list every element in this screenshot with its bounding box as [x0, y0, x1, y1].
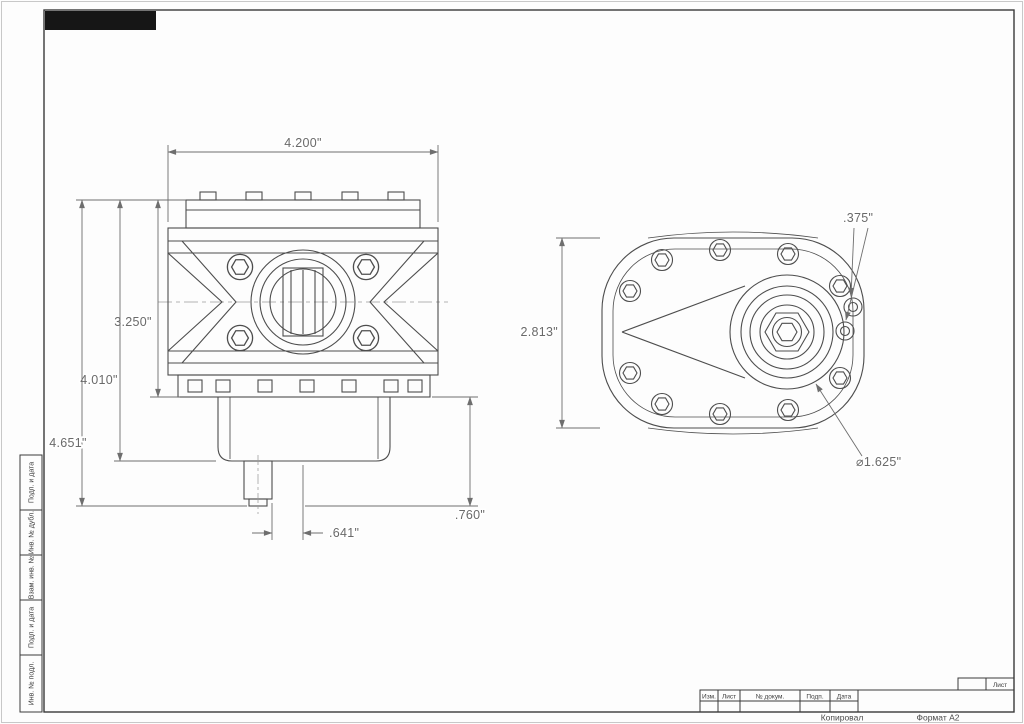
- bolt: [828, 366, 852, 390]
- right-vee-rib-inner: [369, 240, 425, 364]
- bolt: [650, 392, 674, 416]
- front-view-dimensions: 2.813" .375" ⌀1.625": [519, 209, 903, 471]
- ports: [835, 297, 863, 341]
- title-col-docnum: № докум.: [756, 694, 785, 701]
- bolt: [618, 279, 642, 303]
- bolt: [828, 274, 852, 298]
- left-vee-rib-inner: [181, 240, 237, 364]
- applicability-stamp-cell: [45, 11, 156, 30]
- bolt: [650, 248, 674, 272]
- dim-hub-diameter: ⌀1.625": [856, 455, 901, 469]
- side-view-dimensions: 4.200" 3.250" 4.010" 4.651" .641" .760": [47, 134, 486, 542]
- bolt: [352, 324, 380, 352]
- drawing-frame: [43, 9, 1015, 713]
- front-view: [601, 231, 865, 435]
- title-col-data: Дата: [837, 694, 852, 701]
- flange-bolts: [618, 238, 852, 426]
- center-port: [250, 249, 356, 355]
- bolt: [226, 324, 254, 352]
- margin-strip-label: Взам. инв. №: [29, 556, 36, 599]
- cast-rib: [621, 285, 746, 333]
- hex-socket: [776, 322, 798, 342]
- dim-shaft-offset: .641": [329, 526, 359, 540]
- dim-housing-height: 4.010": [80, 373, 118, 387]
- title-block: Изм. Лист № докум. Подп. Дата Лист Копир…: [699, 677, 1015, 723]
- lower-housing: [217, 396, 391, 462]
- cast-rib: [621, 331, 746, 379]
- body-bump-top: [647, 231, 819, 239]
- format-label: Формат A2: [917, 713, 960, 723]
- bottom-nuts: [187, 379, 423, 393]
- dim-overall-width: 4.200": [284, 136, 322, 150]
- copied-label: Копировал: [821, 713, 864, 723]
- margin-strip-label: Инв. № подл.: [29, 662, 36, 706]
- hex-plug: [764, 312, 810, 352]
- bolt: [708, 238, 732, 262]
- side-view: [158, 191, 448, 514]
- hub: [729, 274, 845, 390]
- top-cap: [185, 199, 421, 229]
- body-bump-bottom: [647, 427, 819, 435]
- bolt: [618, 361, 642, 385]
- flange-inner-outline: [612, 248, 854, 418]
- bolt: [226, 253, 254, 281]
- margin-strip-label: Подп. и дата: [29, 607, 36, 648]
- dim-lower-depth: .760": [455, 508, 485, 522]
- title-col-podp: Подп.: [806, 694, 823, 701]
- right-vee-rib: [383, 252, 439, 352]
- left-vee-rib: [167, 252, 223, 352]
- margin-strip-box: [19, 654, 43, 713]
- bolt: [776, 242, 800, 266]
- dim-flange-height: 2.813": [520, 325, 558, 339]
- margin-strips: Подп. и дата Инв. № дубл. Взам. инв. № П…: [19, 454, 43, 713]
- bolt: [708, 402, 732, 426]
- dim-port-size: .375": [843, 211, 873, 225]
- margin-strip-label: Инв. № дубл.: [28, 511, 36, 554]
- top-cap-bolt-tabs: [199, 191, 405, 201]
- margin-strip-label: Подп. и дата: [29, 462, 36, 503]
- bolt: [352, 253, 380, 281]
- sheet-number-label: Лист: [993, 682, 1007, 689]
- flange-outline: [601, 237, 865, 429]
- title-col-izm: Изм.: [702, 694, 716, 701]
- title-col-list: Лист: [722, 694, 736, 701]
- dim-overall-height: 4.651": [49, 436, 87, 450]
